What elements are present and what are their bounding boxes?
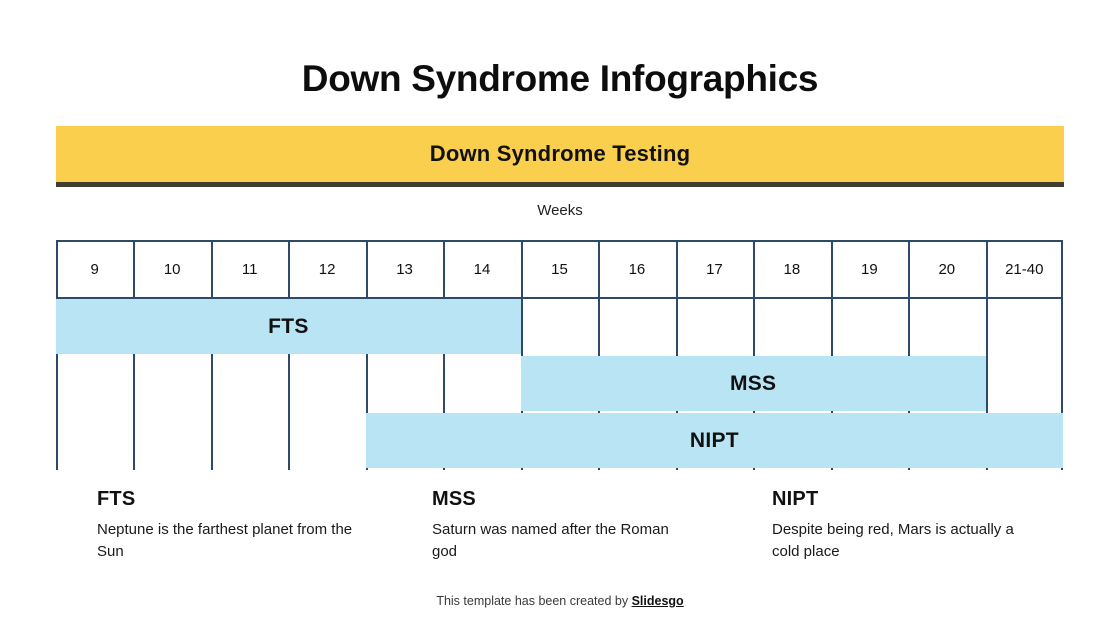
grid-column-line	[288, 240, 291, 470]
gantt-bar-nipt: NIPT	[365, 413, 1063, 468]
legend: FTS Neptune is the farthest planet from …	[0, 488, 1120, 578]
legend-item-title: NIPT	[772, 488, 819, 510]
grid-column-line	[830, 240, 833, 470]
week-header-cell: 10	[163, 261, 181, 278]
grid-line-top	[56, 240, 1063, 242]
week-header-cell: 9	[90, 261, 99, 278]
grid-column-line	[753, 240, 756, 470]
week-header-cell: 18	[783, 261, 801, 278]
legend-item-fts: FTS Neptune is the farthest planet from …	[97, 488, 407, 563]
grid-column-line	[520, 240, 523, 470]
grid-column-line	[56, 240, 58, 470]
legend-item-nipt: NIPT Despite being red, Mars is actually…	[772, 488, 1082, 563]
gantt-bar-fts: FTS	[56, 299, 521, 354]
legend-item-description: Saturn was named after the Roman god	[432, 521, 669, 560]
gantt-chart: 9 10 11 12 13 14 15 16 17 18 19 20 21-40 FTS MSS NIPT	[56, 240, 1063, 470]
grid-line-header-bottom	[56, 297, 1063, 299]
grid-column-line	[598, 240, 601, 470]
grid-column-line	[365, 240, 368, 470]
week-header-cell: 11	[241, 261, 258, 278]
axis-caption-weeks: Weeks	[537, 202, 583, 219]
legend-item-description: Neptune is the farthest planet from the …	[97, 521, 353, 560]
week-header-cell: 17	[706, 261, 723, 278]
week-header-cell: 15	[551, 261, 568, 278]
week-header-cell: 14	[473, 261, 491, 278]
grid-column-line	[985, 240, 988, 470]
week-header-cell: 20	[938, 261, 956, 278]
slidesgo-link[interactable]: Slidesgo	[631, 594, 684, 608]
week-header-cell: 12	[318, 261, 336, 278]
footer-credit-text: This template has been created by	[436, 594, 632, 608]
page-title: Down Syndrome Infographics	[301, 58, 819, 99]
grid-column-line	[908, 240, 911, 470]
section-banner: Down Syndrome Testing	[56, 126, 1064, 187]
grid-column-line	[133, 240, 136, 470]
grid-column-line	[210, 240, 213, 470]
legend-item-mss: MSS Saturn was named after the Roman god	[432, 488, 742, 563]
week-header-cell: 13	[396, 261, 413, 278]
week-header-cell: 16	[628, 261, 646, 278]
legend-item-title: FTS	[97, 488, 136, 510]
week-header-cell: 19	[860, 261, 878, 278]
gantt-bar-label: FTS	[268, 314, 309, 338]
week-header-cell: 21-40	[1005, 261, 1044, 278]
footer-credit: This template has been created by Slides…	[0, 594, 1120, 608]
legend-item-description: Despite being red, Mars is actually a co…	[772, 521, 1014, 560]
grid-column-line	[1061, 240, 1063, 470]
grid-column-line	[443, 240, 446, 470]
gantt-bar-mss: MSS	[520, 356, 986, 411]
legend-item-title: MSS	[432, 488, 476, 510]
gantt-bar-label: NIPT	[689, 428, 739, 452]
grid-column-line	[675, 240, 678, 470]
section-banner-label: Down Syndrome Testing	[429, 141, 691, 166]
gantt-bar-label: MSS	[729, 371, 777, 395]
